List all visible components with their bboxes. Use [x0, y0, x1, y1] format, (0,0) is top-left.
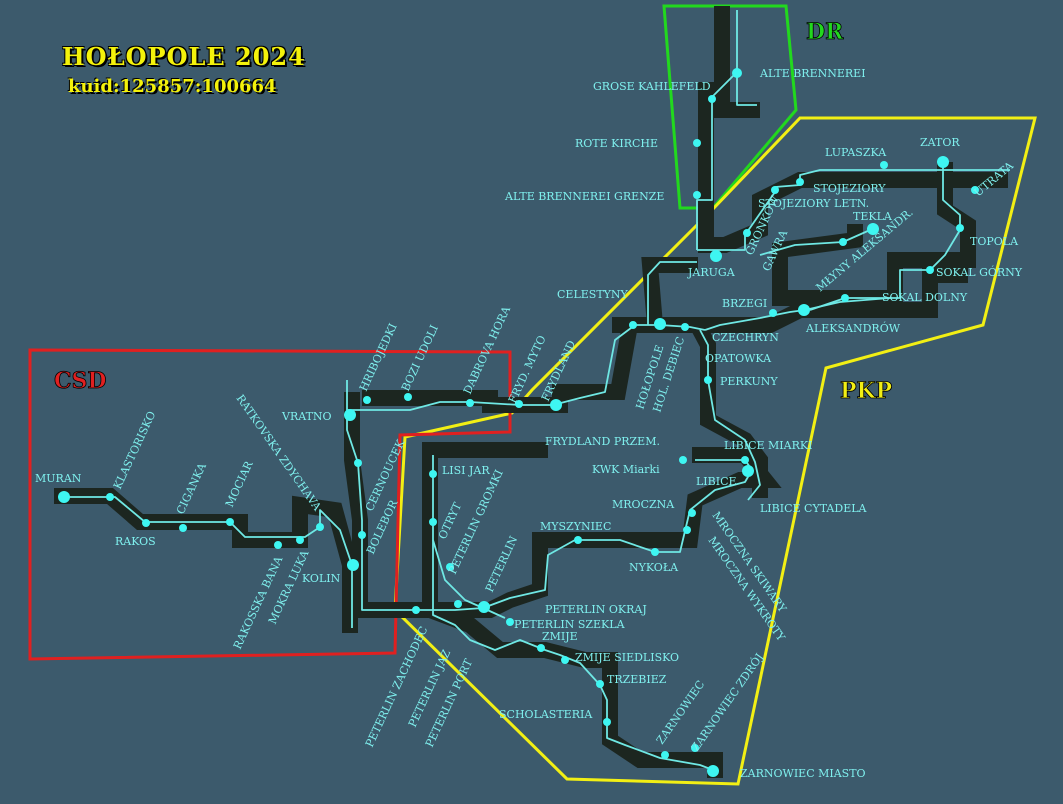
- map-title: HOŁOPOLE 2024: [62, 42, 306, 71]
- station-label: MURAN: [35, 472, 82, 485]
- station-label: RAKOS: [115, 535, 156, 548]
- station-label: OTRYT: [436, 500, 465, 541]
- station-label: LIBICE CYTADELA: [760, 502, 868, 515]
- station-label: VRATNO: [281, 410, 332, 423]
- station-label: NYKOŁA: [629, 561, 679, 574]
- station-label: MROCZNA: [612, 498, 675, 511]
- station-label: LUPASZKA: [825, 146, 887, 159]
- station-label: HRIBOJEDKI: [357, 321, 400, 393]
- station-label: ZMIJE: [542, 630, 578, 643]
- station-label: PERKUNY: [720, 375, 778, 388]
- station-label: ALEKSANDRÓW: [805, 321, 901, 335]
- station-label: ZATOR: [920, 136, 960, 149]
- zone-label-csd: CSD: [54, 368, 106, 394]
- station-label: CIGANKA: [174, 460, 209, 516]
- station-label: TRZEBIEZ: [607, 673, 667, 686]
- station-label: SCHOLASTERIA: [499, 708, 593, 721]
- station-label: MOCIAR: [223, 458, 256, 509]
- station-label: STOJEZIORY: [813, 182, 886, 195]
- station-label: ZARNOWIEC MIASTO: [740, 767, 866, 780]
- station-label: KWK Miarki: [592, 463, 660, 476]
- track-lines: [64, 10, 1010, 771]
- zone-dr-outline: [662, 4, 798, 210]
- station-label: KOLIN: [302, 572, 341, 585]
- station-label: LIBICE MIARKI: [724, 439, 812, 452]
- station-label: BOZI UDOLI: [399, 323, 441, 393]
- station-label: CZECHRYN: [712, 331, 779, 344]
- station-label: SOKAL GÓRNY: [936, 265, 1023, 279]
- station-label: KLASTORISKO: [111, 409, 158, 491]
- station-label: ALTE BRENNEREI: [759, 67, 866, 80]
- station-label: DABROVA HORA: [461, 303, 514, 396]
- station-label: OPATOWKA: [705, 352, 772, 365]
- station-label: ALTE BRENNEREI GRENZE: [504, 190, 664, 203]
- station-label: SOKAL DOLNY: [882, 291, 968, 304]
- station-label: TEKLA: [853, 210, 893, 223]
- track-bed: [54, 6, 1008, 778]
- station-label: ZMIJE SIEDLISKO: [575, 651, 679, 664]
- station-label: STOJEZIORY LETN.: [758, 197, 869, 210]
- station-label: MYSZYNIEC: [540, 520, 611, 533]
- station-label: FRYDLAND PRZEM.: [545, 435, 660, 448]
- station-label: LISI JAR: [442, 464, 490, 477]
- station-label: TOPOLA: [970, 235, 1019, 248]
- station-label: ROTE KIRCHE: [575, 137, 658, 150]
- station-label: GROSE KAHLEFELD: [593, 80, 711, 93]
- station-label: JARUGA: [687, 266, 736, 279]
- zone-label-pkp: PKP: [840, 378, 892, 404]
- station-label: PETERLIN SZEKLA: [514, 618, 626, 631]
- station-label: BRZEGI: [722, 297, 767, 310]
- kuid-label: kuid:125857:100664: [68, 76, 277, 97]
- station-dots: [58, 68, 979, 777]
- station-label: PETERLIN: [483, 534, 520, 595]
- zone-label-dr: DR: [806, 19, 844, 45]
- station-label: LIBICE: [696, 475, 737, 488]
- zone-csd-outline: [28, 348, 512, 661]
- station-label: CELESTYNY: [557, 288, 629, 301]
- station-label: PETERLIN OKRAJ: [545, 603, 647, 616]
